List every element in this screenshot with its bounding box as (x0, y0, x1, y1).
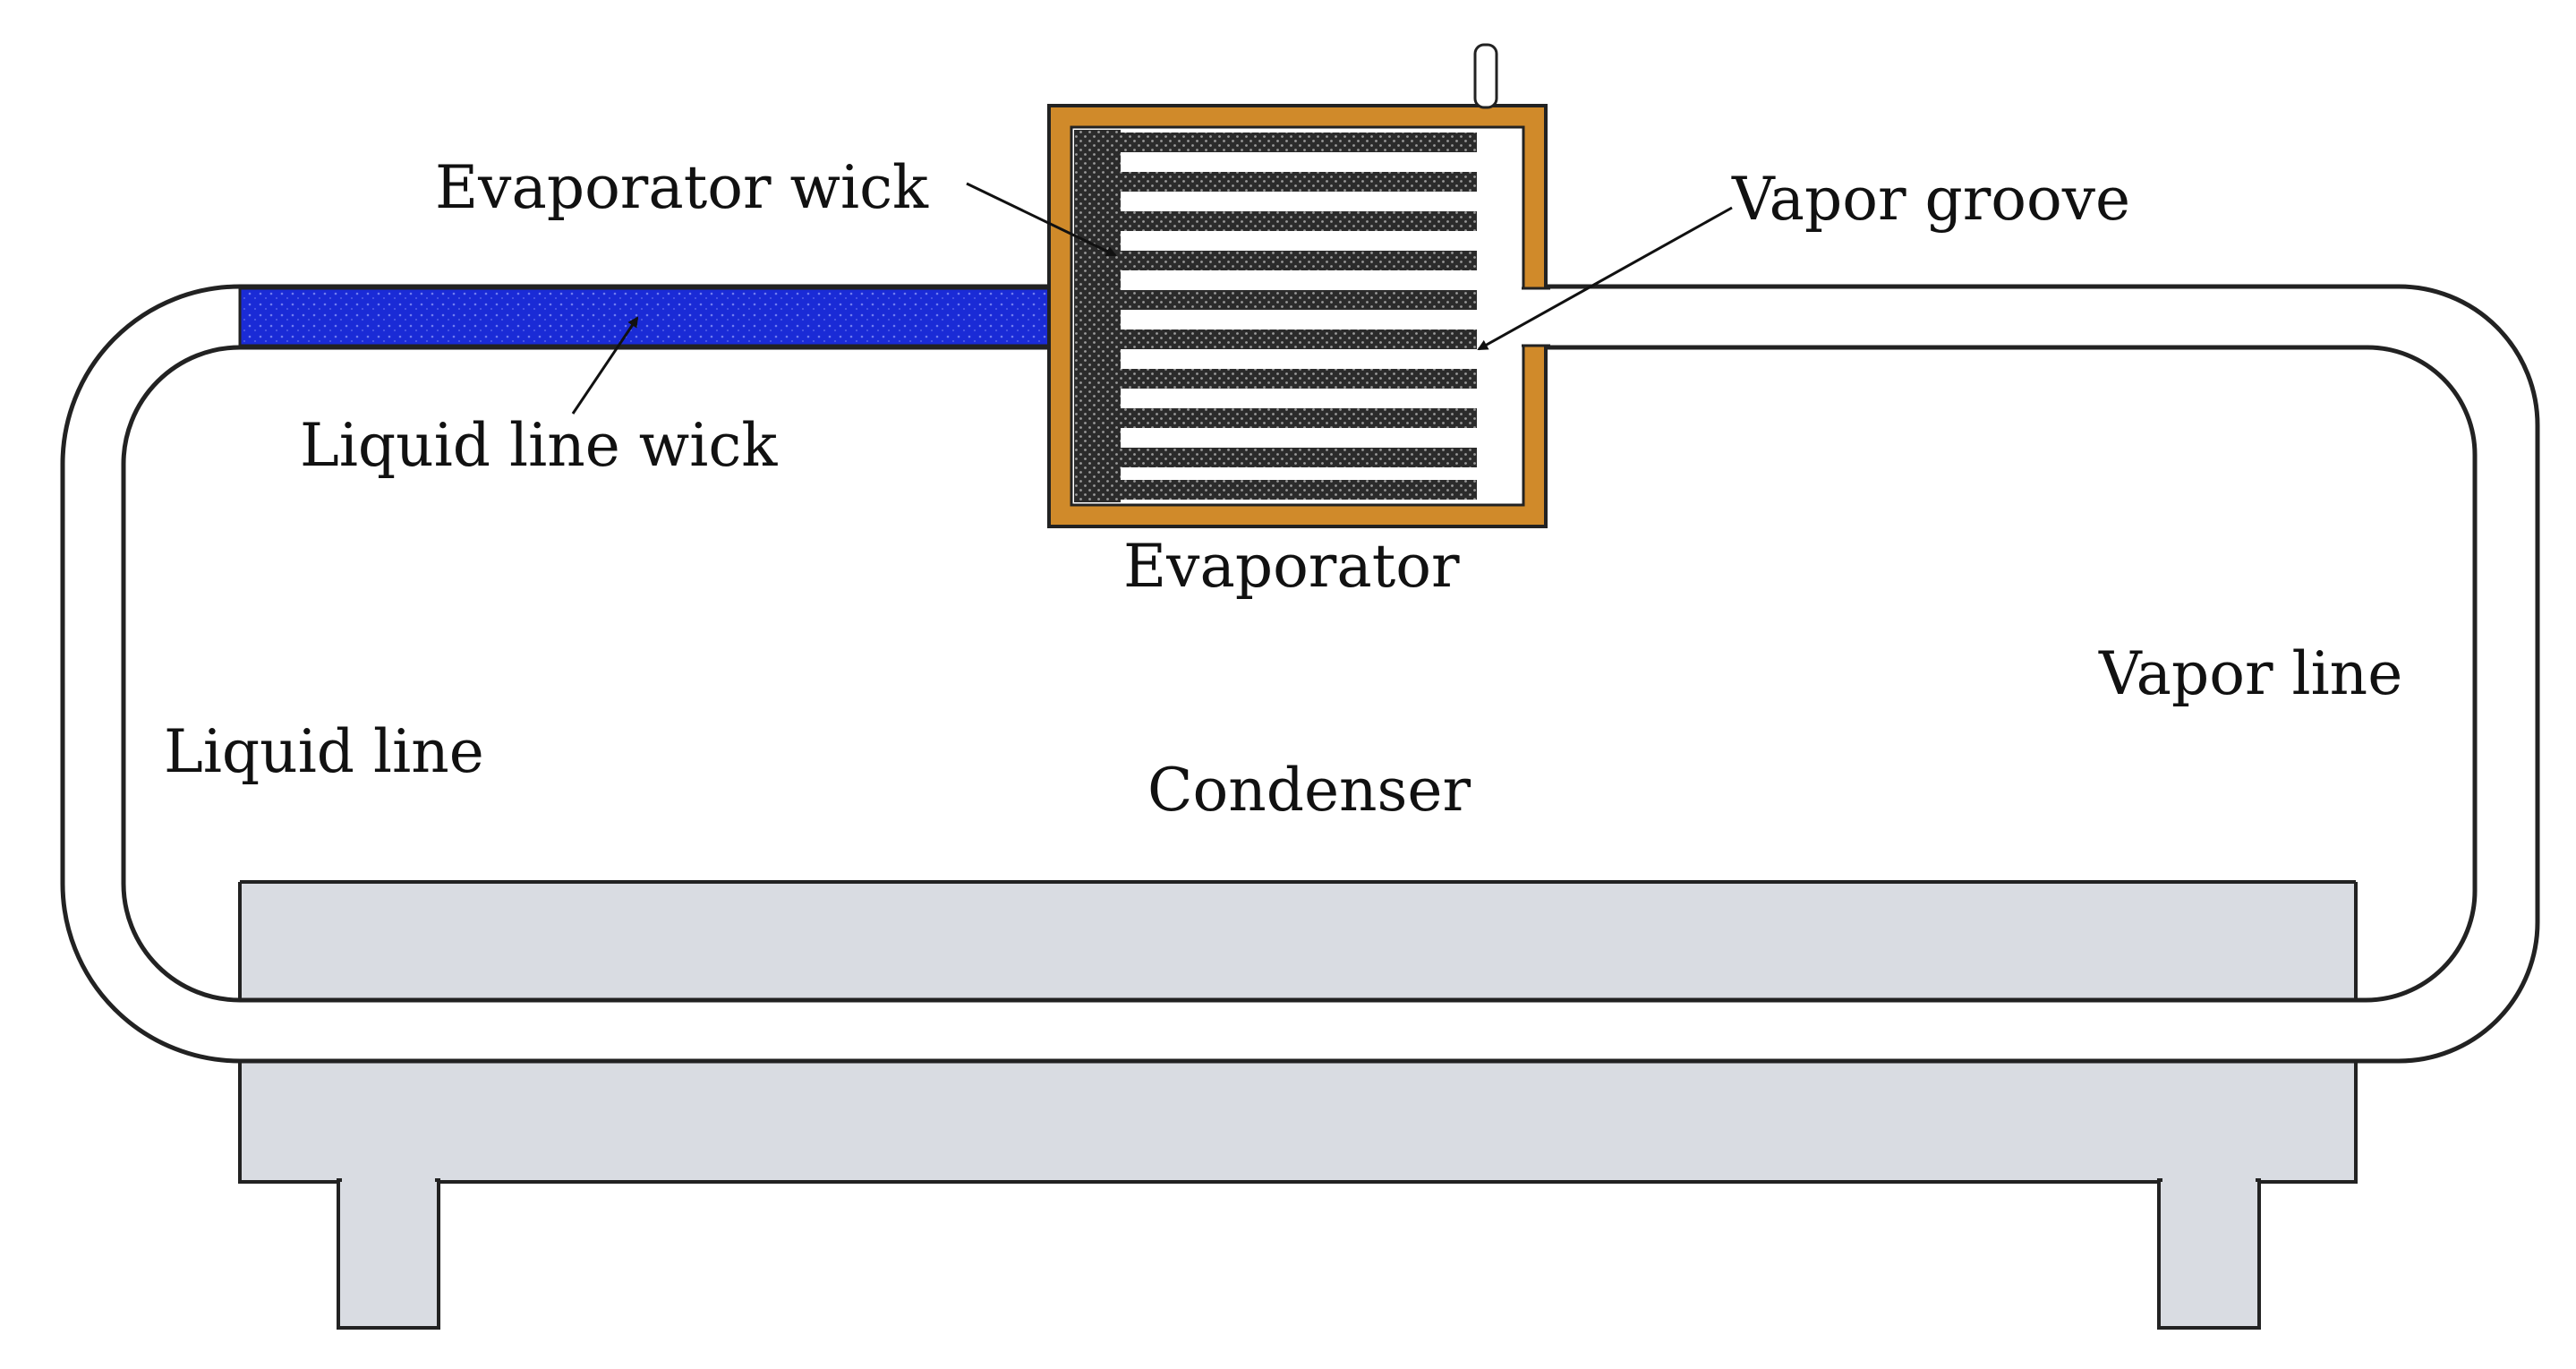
label-vapor-groove: Vapor groove (1731, 165, 2130, 234)
loop-tube (60, 284, 2540, 1064)
evaporator (1047, 43, 1550, 528)
condenser-leg-left (337, 1178, 440, 1330)
leader-lines (571, 182, 1733, 415)
arrow-evaporator-wick (966, 182, 1117, 257)
wick-fins (1119, 133, 1477, 500)
label-evaporator: Evaporator (1123, 532, 1460, 601)
charging-port (1473, 43, 1498, 109)
label-vapor-line: Vapor line (2098, 639, 2402, 708)
arrow-liquid-line-wick (571, 316, 639, 415)
label-evaporator-wick: Evaporator wick (435, 153, 929, 222)
label-liquid-line: Liquid line (164, 717, 484, 786)
label-condenser: Condenser (1147, 756, 1471, 825)
condenser-leg-right (2157, 1178, 2261, 1330)
label-liquid-line-wick: Liquid line wick (300, 411, 778, 480)
liquid-line-wick (238, 287, 1079, 347)
evaporator-wick (1074, 130, 1121, 502)
arrow-vapor-groove (1477, 206, 1733, 351)
